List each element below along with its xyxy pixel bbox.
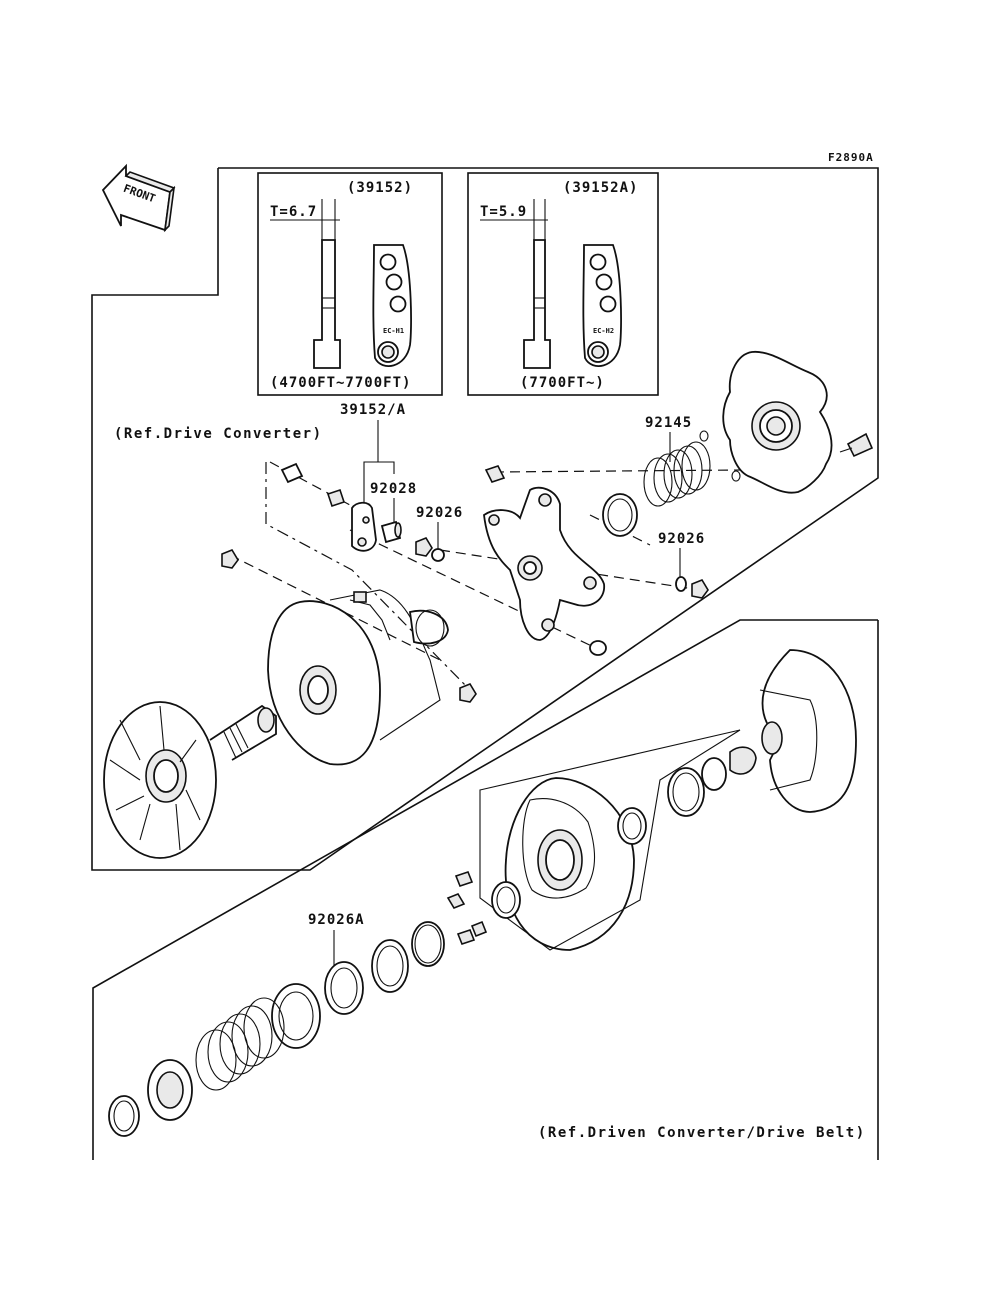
- inset-thickness: T=5.9: [480, 204, 527, 220]
- pin-upper: [280, 462, 346, 508]
- nut-small: [221, 537, 477, 703]
- inset-range: (7700FT~): [520, 375, 605, 391]
- spring-seat: [271, 983, 321, 1049]
- callout-92028: 92028: [370, 481, 417, 497]
- weight-39152: [351, 501, 377, 552]
- inset-range: (4700FT~7700FT): [270, 375, 411, 391]
- spider-assembly: [483, 465, 607, 656]
- inset-ref: (39152A): [563, 180, 638, 196]
- inset-mark: EC-H2: [593, 327, 614, 335]
- movable-sheave: [267, 589, 449, 766]
- ring-washers-right: [667, 757, 727, 817]
- callout-92026-right: 92026: [658, 531, 705, 547]
- ref-driven-converter: (Ref.Driven Converter/Drive Belt): [538, 1125, 866, 1141]
- inset-39152: (39152) T=6.7 EC-H1 (4700FT~7700FT): [257, 172, 443, 396]
- front-arrow-icon: FRONT: [101, 163, 176, 233]
- fixed-sheave-fan: [103, 701, 277, 859]
- spring-92145: [643, 441, 711, 507]
- callout-92026a: 92026A: [308, 912, 365, 928]
- inset-ref: (39152): [347, 180, 413, 196]
- callout-92026-left: 92026: [416, 505, 463, 521]
- retainer-lower: [108, 1059, 193, 1137]
- figure-code: F2890A: [828, 151, 874, 164]
- ring-middle: [491, 881, 521, 919]
- driven-fixed-sheave: [729, 649, 857, 813]
- inset-39152a: (39152A) T=5.9 EC-H2 (7700FT~): [467, 172, 659, 396]
- converter-cover: [699, 351, 874, 494]
- washer-92026a: [324, 961, 364, 1015]
- callout-39152a: 39152/A: [340, 402, 406, 418]
- inset-thickness: T=6.7: [270, 204, 317, 220]
- callout-92145: 92145: [645, 415, 692, 431]
- drive-converter-frame: [91, 167, 879, 871]
- fittings: [446, 871, 488, 945]
- inset-mark: EC-H1: [383, 327, 404, 335]
- driven-movable-sheave: [504, 777, 647, 951]
- roller-92028: [380, 520, 402, 544]
- bushing-right: [675, 576, 709, 599]
- driven-spring: [195, 997, 285, 1091]
- ring-upper: [602, 493, 638, 537]
- ref-drive-converter: (Ref.Drive Converter): [114, 426, 323, 442]
- o-rings: [371, 921, 445, 993]
